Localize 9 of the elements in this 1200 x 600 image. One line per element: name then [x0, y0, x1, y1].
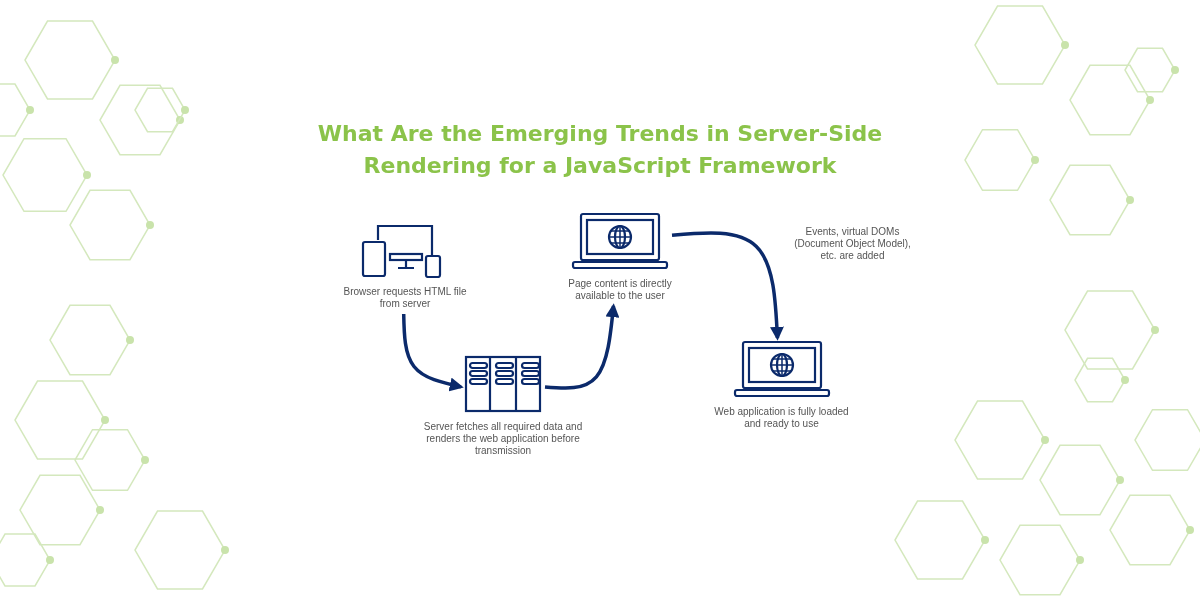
- curved-arrow: [544, 303, 620, 390]
- step-caption: Server fetches all required data and renders the web application before transmission: [422, 421, 584, 457]
- step-caption: Page content is directly available to the user: [567, 278, 673, 302]
- step-caption: Browser requests HTML file from server: [342, 286, 468, 310]
- title: What Are the Emerging Trends in Server-Side Rendering for a JavaScript Framework: [316, 120, 884, 180]
- curved-arrow: [671, 231, 784, 341]
- process-step: [714, 340, 849, 430]
- step-caption: Web application is fully loaded and ready to use: [714, 406, 849, 430]
- curved-arrow: [401, 313, 464, 392]
